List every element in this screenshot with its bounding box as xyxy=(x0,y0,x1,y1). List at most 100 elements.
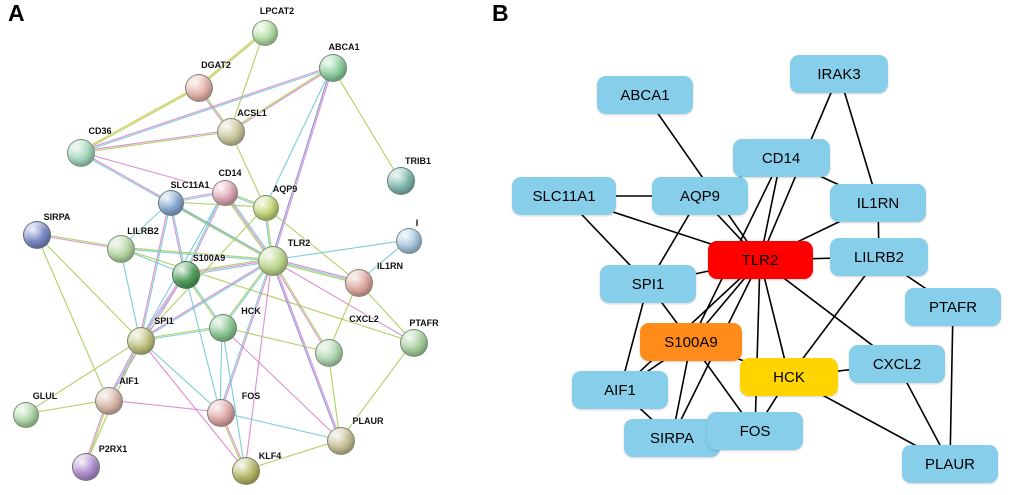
edge-ABCA1-TLR2 xyxy=(270,66,332,260)
edge-LILRB2-HCK xyxy=(788,256,880,378)
node-label-HCK: HCK xyxy=(241,306,261,316)
edge-SLC11A1-TLR2 xyxy=(169,202,272,262)
edge-PTA-PLAUR xyxy=(339,341,414,441)
hub-node-TLR2[interactable]: TLR2 xyxy=(707,241,813,279)
edge-ABCA1-TRIB xyxy=(331,66,401,181)
edge-ABCA1-CD36 xyxy=(79,65,332,152)
node-label-AIF1: AIF1 xyxy=(119,376,139,386)
network-node-GLUL[interactable] xyxy=(13,402,39,428)
hub-node-LILRB2[interactable]: LILRB2 xyxy=(830,238,928,276)
edge-AQP9-SPI1 xyxy=(139,206,266,341)
hub-node-SIRPA[interactable]: SIRPA xyxy=(624,419,720,457)
node-label-ACSL1: ACSL1 xyxy=(237,108,267,118)
edge-FOS-PLAUR xyxy=(219,411,341,441)
network-node-TRIB[interactable] xyxy=(387,167,415,195)
hub-node-AIF1[interactable]: AIF1 xyxy=(572,371,668,409)
network-node-SLC11A1[interactable] xyxy=(158,190,184,216)
hub-node-PTAFR[interactable]: PTAFR xyxy=(905,288,1001,326)
edge-HCK-KLF4 xyxy=(221,326,246,471)
edge-TLR2-PTA xyxy=(271,259,414,343)
network-node-ABCA1[interactable] xyxy=(319,54,347,82)
edge-CD36-CD14 xyxy=(79,151,225,193)
node-label-SPI1: SPI1 xyxy=(154,316,174,326)
node-label-P2RX1: P2RX1 xyxy=(98,444,128,454)
hub-node-AQP9[interactable]: AQP9 xyxy=(652,177,748,215)
node-label-LPCAT2: LPCAT2 xyxy=(259,6,295,16)
edge-TLR2-SPI1 xyxy=(140,260,273,342)
node-label-S100A9: S100A9 xyxy=(192,253,226,263)
network-node-LILRB2[interactable] xyxy=(107,235,135,263)
network-node-DGAT2[interactable] xyxy=(185,74,213,102)
edge-S100A9-FOS xyxy=(184,273,221,413)
edge-DGAT2-CD36 xyxy=(80,87,199,154)
node-label-CD14: CD14 xyxy=(218,168,242,178)
edge-TLR2-HCK xyxy=(759,259,790,378)
network-node-PLAUR[interactable] xyxy=(327,427,355,455)
node-label-GLUL: GLUL xyxy=(32,391,58,401)
edge-LILRB2-TLR2 xyxy=(119,248,272,262)
node-label-TRIB: TRIB1 xyxy=(404,156,432,166)
edge-KLF4-PLAUR xyxy=(244,439,341,471)
panel-b-label: B xyxy=(492,0,509,26)
edge-TLR2-FOS xyxy=(218,259,272,412)
hub-node-IRAK3[interactable]: IRAK3 xyxy=(790,55,888,93)
network-node-CD14[interactable] xyxy=(212,180,238,206)
node-label-PTA: PTAFR xyxy=(409,318,439,328)
hub-node-S100A9[interactable]: S100A9 xyxy=(640,323,742,361)
hub-node-SPI1[interactable]: SPI1 xyxy=(600,265,696,303)
hub-node-PLAUR[interactable]: PLAUR xyxy=(902,445,998,483)
edge-TLR2-CXCL2 xyxy=(272,259,330,352)
node-label-CD36: CD36 xyxy=(88,126,112,136)
edge-LPCAT2-ACSL1 xyxy=(229,31,265,132)
edge-ABCA1-AQP9 xyxy=(264,66,333,208)
node-label-IL1RN: IL1RN xyxy=(376,261,404,271)
network-node-LPCAT2[interactable] xyxy=(252,20,278,46)
edge-SIRPA-SPI1 xyxy=(35,233,141,341)
hub-node-FOS[interactable]: FOS xyxy=(707,412,803,450)
network-node-KLF4[interactable] xyxy=(232,457,260,485)
hub-node-CD14[interactable]: CD14 xyxy=(732,139,830,177)
node-label-PLAUR: PLAUR xyxy=(352,416,384,426)
hub-node-CXCL2[interactable]: CXCL2 xyxy=(849,345,945,383)
edge-SLC11A1-SPI1 xyxy=(140,202,172,341)
hub-node-IL1RN[interactable]: IL1RN xyxy=(830,184,926,222)
node-label-SLC11A1: SLC11A1 xyxy=(170,180,210,190)
network-node-SPI1[interactable] xyxy=(127,327,155,355)
network-node-ACSL1[interactable] xyxy=(217,118,245,146)
edge-SPI1-KLF4 xyxy=(139,339,246,471)
network-node-PTA[interactable] xyxy=(400,329,428,357)
network-node-CD36[interactable] xyxy=(67,139,95,167)
network-node-SIRPA[interactable] xyxy=(23,221,51,249)
node-label-KLF4: KLF4 xyxy=(258,451,282,461)
edge-CD14-S100A9 xyxy=(185,192,226,275)
network-node-P2RX1[interactable] xyxy=(72,453,100,481)
network-node-CXCL2[interactable] xyxy=(315,339,343,367)
edge-SPI1-FOS xyxy=(139,339,221,413)
node-label-I: I xyxy=(415,218,419,228)
hub-node-SLC11A1[interactable]: SLC11A1 xyxy=(512,177,616,215)
hub-node-ABCA1[interactable]: ABCA1 xyxy=(597,76,693,114)
edge-TLR2-PLAUR xyxy=(272,259,342,440)
network-node-IL1RN[interactable] xyxy=(345,269,373,297)
network-node-HCK[interactable] xyxy=(209,314,237,342)
network-node-TLR2[interactable] xyxy=(258,246,288,276)
network-node-FOS[interactable] xyxy=(207,399,235,427)
edge-DGAT2-CD36 xyxy=(79,85,198,152)
network-node-I[interactable] xyxy=(396,228,422,254)
edge-GLUL-AIF1 xyxy=(24,399,109,415)
node-label-LILRB2: LILRB2 xyxy=(127,226,159,236)
node-label-AQP9: AQP9 xyxy=(272,184,298,194)
edge-SIRPA-AIF1 xyxy=(35,233,109,401)
network-node-AQP9[interactable] xyxy=(253,195,279,221)
network-node-AIF1[interactable] xyxy=(95,387,123,415)
edge-ABCA1-ACSL1 xyxy=(229,65,332,131)
edge-PTAFR-PLAUR xyxy=(949,306,954,465)
edge-TLR2-I xyxy=(271,239,409,261)
edge-ACSL1-CD36 xyxy=(80,131,231,154)
hub-node-HCK[interactable]: HCK xyxy=(740,358,838,396)
node-label-SIRPA: SIRPA xyxy=(43,212,71,222)
edge-SPI1-GLUL xyxy=(24,339,141,415)
network-node-S100A9[interactable] xyxy=(172,261,200,289)
